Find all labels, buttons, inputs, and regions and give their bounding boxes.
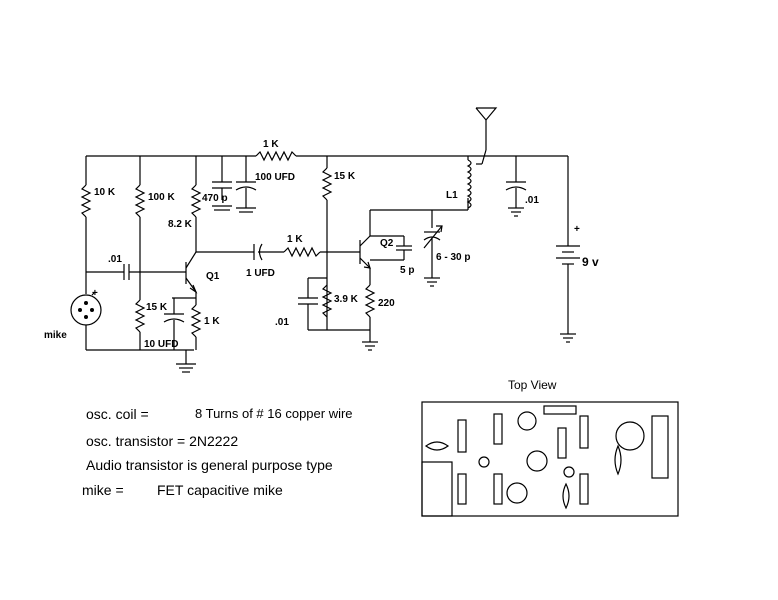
label-r-3-9k: 3.9 K xyxy=(334,294,359,305)
label-c-01-mid: .01 xyxy=(275,317,289,328)
mike-symbol xyxy=(70,270,194,351)
label-batt-plus: + xyxy=(574,224,580,235)
resistor-1k-top xyxy=(255,150,297,162)
transistor-q2 xyxy=(359,210,371,269)
label-batt-9v: 9 v xyxy=(582,255,599,269)
resistor-220 xyxy=(364,268,376,330)
osc-coil-label: osc. coil = xyxy=(86,406,149,422)
top-view-title: Top View xyxy=(508,378,557,392)
antenna-icon xyxy=(475,107,498,165)
capacitor-470p xyxy=(212,156,232,211)
label-r-1k-top: 1 K xyxy=(263,139,279,150)
label-l1: L1 xyxy=(446,190,458,201)
mike-note-label: mike = xyxy=(82,482,124,498)
resistor-8-2k xyxy=(190,156,202,252)
osc-coil-value: 8 Turns of # 16 copper wire xyxy=(195,406,353,421)
capacitor-01-right xyxy=(505,156,527,217)
resistor-15k-right xyxy=(321,156,333,330)
label-c-1ufd: 1 UFD xyxy=(246,268,275,279)
capacitor-01-mid xyxy=(298,277,327,331)
label-c-5p: 5 p xyxy=(400,265,414,276)
resistor-10k xyxy=(80,156,92,270)
trimmer-capacitor-6-30p xyxy=(423,225,443,287)
label-q2: Q2 xyxy=(380,238,394,249)
resistor-1k-bottom xyxy=(190,304,202,350)
capacitor-1ufd xyxy=(253,243,284,261)
label-r-100k: 100 K xyxy=(148,192,175,203)
label-r-15k-right: 15 K xyxy=(334,171,356,182)
wire-q1-emitter xyxy=(172,292,197,305)
coil-l1 xyxy=(466,156,472,210)
wire-q2-collector xyxy=(370,209,468,228)
label-c-6-30p: 6 - 30 p xyxy=(436,252,470,263)
label-r-1k-mid: 1 K xyxy=(287,234,303,245)
label-c-01-left: .01 xyxy=(108,254,122,265)
osc-transistor-note: osc. transistor = 2N2222 xyxy=(86,433,239,449)
label-r-8-2k: 8.2 K xyxy=(168,219,193,230)
transistor-q1 xyxy=(185,251,198,294)
audio-transistor-note: Audio transistor is general purpose type xyxy=(86,457,333,473)
ground-left xyxy=(176,350,196,373)
label-c-470p: 470 p xyxy=(202,193,228,204)
resistor-1k-mid xyxy=(283,246,360,258)
battery-9v xyxy=(556,156,580,343)
label-r-1k-bottom: 1 K xyxy=(204,316,220,327)
label-q1: Q1 xyxy=(206,271,220,282)
mike-note-value: FET capacitive mike xyxy=(157,482,283,498)
capacitor-100ufd xyxy=(235,156,257,213)
label-r-10k: 10 K xyxy=(94,187,116,198)
label-r-15k-left: 15 K xyxy=(146,302,168,313)
label-c-100ufd: 100 UFD xyxy=(255,172,295,183)
top-view-board xyxy=(421,401,679,517)
ground-mid xyxy=(327,329,378,351)
label-mike: mike xyxy=(44,330,67,341)
capacitor-5p xyxy=(370,235,412,261)
resistor-3-9k xyxy=(321,284,333,318)
resistor-15k-left xyxy=(134,299,146,350)
resistor-100k xyxy=(134,156,146,300)
capacitor-01-left xyxy=(86,264,186,280)
capacitor-10ufd xyxy=(163,298,185,350)
label-c-01-right: .01 xyxy=(525,195,539,206)
mike-plus: + xyxy=(92,288,98,299)
label-r-220: 220 xyxy=(378,298,395,309)
label-c-10ufd: 10 UFD xyxy=(144,339,178,350)
